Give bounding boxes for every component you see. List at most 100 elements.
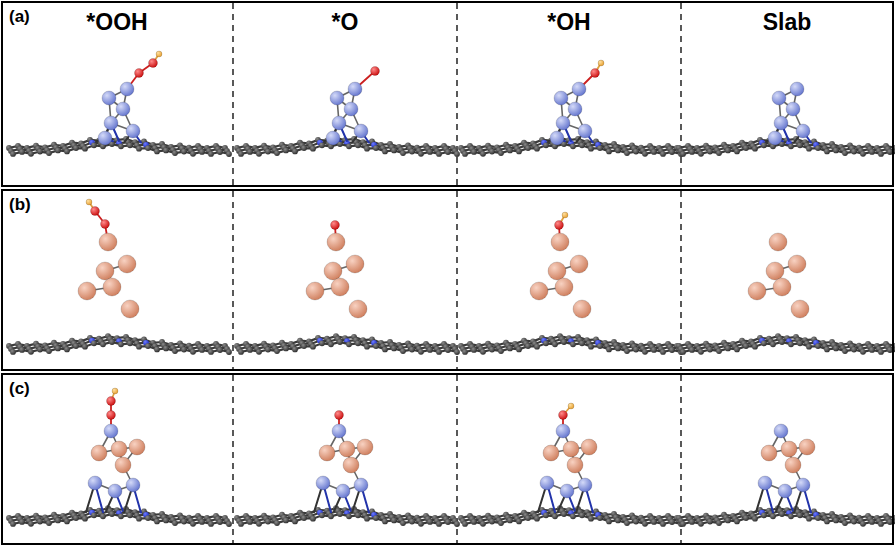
- carbon-atom: [199, 519, 205, 525]
- carbon-atom: [265, 149, 271, 155]
- atom: [555, 221, 564, 230]
- graphene-bond: [679, 508, 895, 518]
- carbon-atom: [226, 521, 232, 527]
- carbon-atom: [355, 512, 361, 518]
- carbon-atom: [247, 149, 253, 155]
- carbon-atom: [190, 521, 196, 527]
- carbon-atom: [28, 349, 34, 355]
- carbon-atom: [779, 511, 785, 517]
- carbon-atom: [409, 347, 415, 353]
- carbon-atom: [824, 149, 830, 155]
- carbon-atom: [860, 151, 866, 157]
- atom: [554, 91, 568, 105]
- carbon-atom: [561, 511, 567, 517]
- carbon-atom: [878, 521, 884, 527]
- carbon-atom: [226, 349, 232, 355]
- carbon-atom: [274, 348, 280, 354]
- carbon-atom: [37, 519, 43, 525]
- carbon-atom: [199, 347, 205, 353]
- carbon-atom: [136, 146, 142, 152]
- carbon-atom: [427, 149, 433, 155]
- graphene-bond: [241, 144, 457, 154]
- carbon-atom: [163, 518, 169, 524]
- carbon-atom: [851, 347, 857, 353]
- atom: [570, 255, 588, 273]
- carbon-atom: [274, 150, 280, 156]
- graphene-bond: [13, 514, 229, 524]
- carbon-atom: [680, 349, 686, 355]
- carbon-atom: [172, 520, 178, 526]
- carbon-atom: [480, 151, 486, 157]
- carbon-atom: [752, 146, 758, 152]
- atom: [98, 131, 112, 145]
- carbon-atom: [842, 150, 848, 156]
- carbon-atom: [145, 343, 151, 349]
- atom: [91, 445, 107, 461]
- carbon-atom: [462, 349, 468, 355]
- carbon-atom: [346, 143, 352, 149]
- carbon-atom: [770, 341, 776, 347]
- graphene-bond: [237, 336, 453, 346]
- carbon-atom: [707, 347, 713, 353]
- carbon-atom: [734, 149, 740, 155]
- carbon-atom: [346, 341, 352, 347]
- carbon-atom: [570, 341, 576, 347]
- carbon-atom: [409, 519, 415, 525]
- atom: [108, 484, 122, 498]
- carbon-atom: [247, 347, 253, 353]
- column-header: *OOH: [86, 10, 147, 35]
- carbon-atom: [698, 521, 704, 527]
- carbon-atom: [454, 349, 460, 355]
- carbon-atom: [752, 344, 758, 350]
- atom: [319, 445, 335, 461]
- atom: [346, 255, 364, 273]
- carbon-atom: [217, 347, 223, 353]
- carbon-atom: [734, 519, 740, 525]
- carbon-atom: [82, 344, 88, 350]
- carbon-atom: [310, 146, 316, 152]
- carbon-atom: [597, 145, 603, 151]
- carbon-atom: [588, 344, 594, 350]
- panel-label: (a): [9, 8, 30, 27]
- column-divider: [456, 3, 457, 185]
- atom: [573, 300, 591, 318]
- carbon-atom: [127, 512, 133, 518]
- carbon-atom: [37, 149, 43, 155]
- carbon-atom: [337, 511, 343, 517]
- carbon-atom: [597, 515, 603, 521]
- atom: [788, 255, 806, 273]
- carbon-atom: [716, 520, 722, 526]
- carbon-atom: [145, 515, 151, 521]
- graphene-bond: [13, 342, 229, 352]
- atom: [335, 411, 344, 420]
- atom: [768, 131, 782, 145]
- carbon-atom: [534, 146, 540, 152]
- carbon-atom: [364, 344, 370, 350]
- carbon-atom: [265, 347, 271, 353]
- carbon-atom: [445, 347, 451, 353]
- carbon-atom: [878, 349, 884, 355]
- carbon-atom: [615, 148, 621, 154]
- graphene-bond: [237, 508, 453, 518]
- atom: [324, 262, 342, 280]
- atom: [567, 457, 583, 473]
- carbon-atom: [346, 513, 352, 519]
- graphene-bond: [465, 342, 681, 352]
- atom: [348, 82, 362, 96]
- atom: [796, 124, 810, 138]
- atom: [344, 102, 358, 116]
- carbon-atom: [471, 519, 477, 525]
- carbon-atom: [498, 348, 504, 354]
- atom: [104, 424, 118, 438]
- atom: [86, 199, 92, 205]
- carbon-atom: [127, 142, 133, 148]
- column-divider: [232, 375, 233, 543]
- carbon-atom: [534, 516, 540, 522]
- graphene-bond: [679, 138, 895, 148]
- atom: [88, 476, 102, 490]
- carbon-atom: [516, 519, 522, 525]
- carbon-atom: [19, 347, 25, 353]
- carbon-atom: [328, 513, 334, 519]
- carbon-atom: [418, 151, 424, 157]
- graphene-bond: [11, 339, 227, 349]
